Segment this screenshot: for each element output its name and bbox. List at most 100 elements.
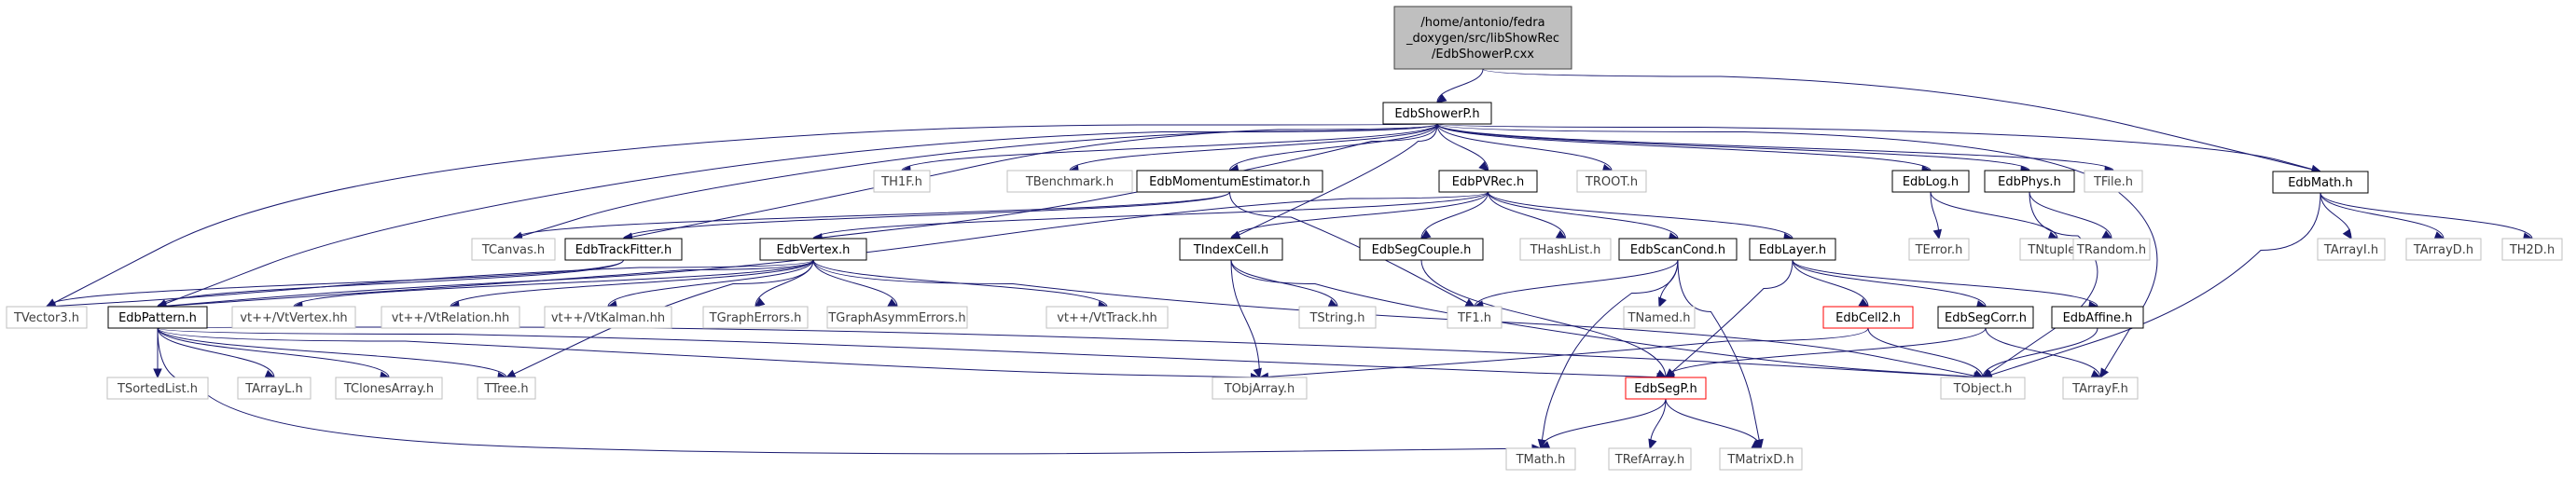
node-label: TROOT.h bbox=[1585, 175, 1638, 189]
node-affine[interactable]: EdbAffine.h bbox=[2051, 306, 2144, 329]
node-terror[interactable]: TError.h bbox=[1908, 238, 1970, 261]
node-label: TRandom.h bbox=[2076, 243, 2146, 257]
edge-line bbox=[812, 259, 898, 308]
node-showerp[interactable]: EdbShowerP.h bbox=[1382, 102, 1492, 125]
node-label: /EdbShowerP.cxx bbox=[1432, 48, 1534, 62]
node-edbsegp[interactable]: EdbSegP.h bbox=[1625, 377, 1707, 400]
edge-pattern-tobjarray bbox=[157, 327, 1261, 382]
edge-arrowhead bbox=[153, 368, 162, 379]
node-troot[interactable]: TROOT.h bbox=[1576, 170, 1647, 193]
node-ttree[interactable]: TTree.h bbox=[477, 377, 536, 400]
node-segcouple[interactable]: EdbSegCouple.h bbox=[1359, 238, 1484, 261]
node-label: TMatrixD.h bbox=[1726, 453, 1794, 467]
edge-root-showerp bbox=[1436, 68, 1484, 103]
node-tclones[interactable]: TClonesArray.h bbox=[335, 377, 443, 400]
edge-arrowhead bbox=[2342, 228, 2352, 240]
node-th2d[interactable]: TH2D.h bbox=[2501, 238, 2563, 261]
node-tnamed[interactable]: TNamed.h bbox=[1623, 306, 1696, 329]
node-box bbox=[1608, 447, 1692, 471]
node-segcorr[interactable]: EdbSegCorr.h bbox=[1937, 306, 2034, 329]
edge-line bbox=[1482, 68, 2321, 172]
edge-line bbox=[157, 327, 1260, 378]
node-box bbox=[1298, 306, 1377, 329]
node-tsortedlist[interactable]: TSortedList.h bbox=[106, 377, 209, 400]
edge-arrowhead bbox=[264, 369, 276, 378]
node-edbcell2[interactable]: EdbCell2.h bbox=[1822, 306, 1914, 329]
node-tbench[interactable]: TBenchmark.h bbox=[1006, 170, 1133, 193]
node-tstring[interactable]: TString.h bbox=[1298, 306, 1377, 329]
node-box bbox=[1505, 447, 1576, 471]
node-vtrelation[interactable]: vt++/VtRelation.hh bbox=[381, 306, 520, 329]
node-pattern[interactable]: EdbPattern.h bbox=[107, 306, 208, 329]
edge-vertex-vtvertex bbox=[292, 259, 814, 310]
node-vertex[interactable]: EdbVertex.h bbox=[759, 238, 867, 261]
node-edblog[interactable]: EdbLog.h bbox=[1891, 170, 1970, 193]
edge-line bbox=[513, 123, 1438, 240]
edge-line bbox=[157, 327, 1667, 378]
node-box bbox=[107, 306, 208, 329]
node-tmatrixd[interactable]: TMatrixD.h bbox=[1719, 447, 1803, 471]
node-trackfitter[interactable]: EdbTrackFitter.h bbox=[564, 238, 683, 261]
edge-arrowhead bbox=[887, 298, 899, 308]
node-box bbox=[106, 377, 209, 400]
edge-edbsegp-tmatrixd bbox=[1665, 398, 1763, 449]
node-tcanvas[interactable]: TCanvas.h bbox=[471, 238, 556, 261]
node-trefarray[interactable]: TRefArray.h bbox=[1608, 447, 1692, 471]
node-tarrayd[interactable]: TArrayD.h bbox=[2405, 238, 2482, 261]
node-label: TNamed.h bbox=[1627, 311, 1691, 325]
node-edblayer[interactable]: EdbLayer.h bbox=[1749, 238, 1836, 261]
node-tgrapherrors[interactable]: TGraphErrors.h bbox=[702, 306, 809, 329]
edge-edbsegp-tmath bbox=[1539, 398, 1667, 449]
edge-line bbox=[1540, 398, 1667, 449]
node-tarrayi[interactable]: TArrayI.h bbox=[2317, 238, 2386, 261]
edge-line bbox=[1436, 123, 1489, 171]
edge-tindexcell-tstring bbox=[1230, 259, 1339, 308]
node-tf1[interactable]: TF1.h bbox=[1447, 306, 1503, 329]
node-label: EdbLog.h bbox=[1903, 175, 1959, 189]
node-box bbox=[2051, 306, 2144, 329]
node-pvrec[interactable]: EdbPVRec.h bbox=[1438, 170, 1538, 193]
edge-arrowhead bbox=[505, 369, 517, 378]
node-label: EdbPattern.h bbox=[118, 311, 197, 325]
node-vtkalman[interactable]: vt++/VtKalman.hh bbox=[544, 306, 672, 329]
node-tarrayl[interactable]: TArrayL.h bbox=[237, 377, 312, 400]
edge-arrowhead bbox=[2433, 231, 2445, 240]
node-tfile[interactable]: TFile.h bbox=[2084, 170, 2143, 193]
node-thashlist[interactable]: THashList.h bbox=[1519, 238, 1612, 261]
node-box bbox=[1625, 377, 1707, 400]
edge-vertex-vttrack bbox=[812, 259, 1109, 310]
node-label: TFile.h bbox=[2093, 175, 2133, 189]
node-edbmath[interactable]: EdbMath.h bbox=[2272, 171, 2369, 194]
node-edbphys[interactable]: EdbPhys.h bbox=[1984, 170, 2075, 193]
edge-line bbox=[1436, 123, 2321, 172]
node-tmath[interactable]: TMath.h bbox=[1505, 447, 1576, 471]
edge-line bbox=[1665, 327, 1987, 378]
node-tobject[interactable]: TObject.h bbox=[1940, 377, 2026, 400]
edge-line bbox=[513, 191, 1230, 240]
node-tgraphasym[interactable]: TGraphAsymmErrors.h bbox=[826, 306, 968, 329]
node-box bbox=[1046, 306, 1169, 329]
node-root[interactable]: /home/antonio/fedra_doxygen/src/libShowR… bbox=[1393, 6, 1572, 70]
node-label: vt++/VtVertex.hh bbox=[240, 311, 347, 325]
node-tarrayf[interactable]: TArrayF.h bbox=[2062, 377, 2139, 400]
edges-layer bbox=[45, 68, 2534, 455]
node-tindexcell[interactable]: TIndexCell.h bbox=[1179, 238, 1283, 261]
node-tvector3[interactable]: TVector3.h bbox=[6, 306, 88, 329]
node-scancond[interactable]: EdbScanCond.h bbox=[1618, 238, 1738, 261]
node-box bbox=[231, 306, 356, 329]
node-box bbox=[1618, 238, 1738, 261]
node-trandom[interactable]: TRandom.h bbox=[2072, 238, 2151, 261]
node-box bbox=[2405, 238, 2482, 261]
edge-vertex-pattern bbox=[156, 259, 814, 311]
node-vtvertex[interactable]: vt++/VtVertex.hh bbox=[231, 306, 356, 329]
node-label: TGraphErrors.h bbox=[709, 311, 802, 325]
edge-scancond-tmath bbox=[1537, 259, 1679, 450]
node-vttrack[interactable]: vt++/VtTrack.hh bbox=[1046, 306, 1169, 329]
node-label: vt++/VtTrack.hh bbox=[1057, 311, 1157, 325]
node-momest[interactable]: EdbMomentumEstimator.h bbox=[1136, 170, 1323, 193]
edge-arrowhead bbox=[1658, 296, 1667, 309]
edge-line bbox=[2029, 191, 2112, 240]
node-th1f[interactable]: TH1F.h bbox=[873, 170, 931, 193]
node-tobjarray[interactable]: TObjArray.h bbox=[1212, 377, 1308, 400]
node-label: EdbCell2.h bbox=[1835, 311, 1901, 325]
